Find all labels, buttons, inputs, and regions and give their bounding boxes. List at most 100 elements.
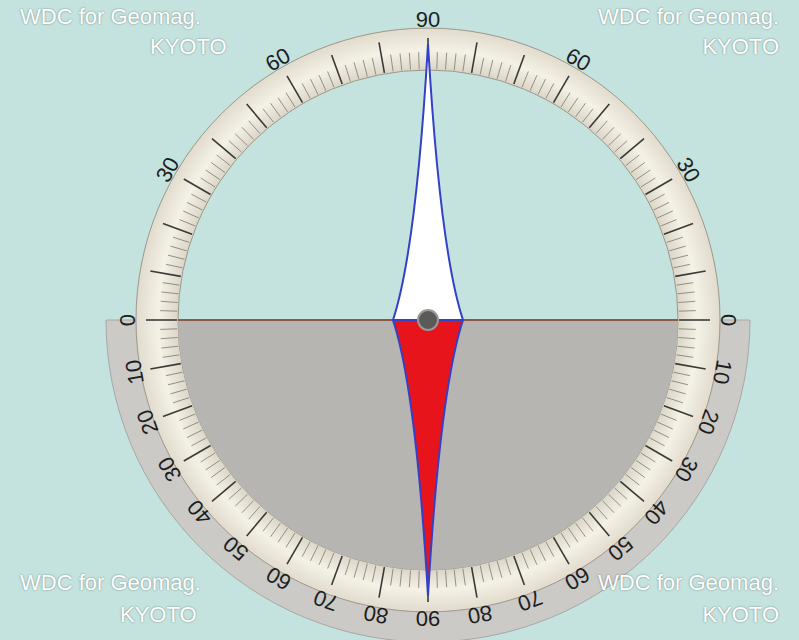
tick [463, 55, 465, 72]
tick [184, 179, 211, 195]
tick [187, 203, 202, 211]
tick [667, 398, 683, 403]
tick [242, 501, 254, 513]
tick [626, 475, 639, 486]
tick [328, 72, 334, 88]
tick [302, 83, 310, 98]
tick [674, 372, 691, 376]
tick [583, 109, 594, 122]
tick [678, 292, 695, 294]
tick [180, 220, 196, 226]
tick [609, 134, 621, 146]
tick [678, 301, 695, 302]
tick [576, 103, 586, 117]
tick [641, 453, 655, 462]
tick [173, 237, 189, 242]
tick [286, 93, 295, 107]
tick [173, 398, 189, 403]
tick [615, 141, 628, 152]
tick [602, 127, 614, 139]
tick [538, 79, 546, 94]
tick [183, 422, 199, 429]
tick [675, 364, 706, 369]
scale-number: 10 [709, 358, 735, 386]
tick [363, 564, 367, 581]
tick [679, 319, 710, 321]
scale-number: 80 [362, 601, 390, 627]
tick [667, 237, 683, 242]
scale-number: 90 [416, 9, 440, 31]
tick [191, 438, 206, 446]
tick [354, 62, 359, 78]
tick [345, 559, 350, 575]
watermark: WDC for Geomag. [598, 6, 779, 28]
watermark: KYOTO [702, 604, 779, 626]
tick [391, 55, 393, 72]
tick [497, 561, 502, 577]
tick-ring [136, 28, 720, 612]
watermark: KYOTO [150, 36, 227, 58]
tick [345, 65, 350, 81]
tick [400, 54, 402, 71]
tick [400, 570, 402, 587]
tick [311, 546, 319, 561]
tick [546, 83, 554, 98]
scale-ticks [146, 38, 710, 602]
tick [354, 561, 359, 577]
tick [596, 507, 607, 520]
tick [319, 549, 326, 565]
tick [372, 566, 376, 583]
tick [249, 507, 260, 520]
tick [679, 328, 696, 330]
tick [645, 446, 672, 462]
tick [249, 121, 260, 134]
tick [561, 533, 570, 547]
tick [678, 338, 695, 339]
tick [168, 255, 185, 259]
tick [160, 310, 177, 312]
tick [620, 481, 644, 501]
tick [211, 163, 225, 173]
tick [379, 567, 384, 598]
tick [631, 163, 645, 173]
tick [480, 566, 484, 583]
tick [263, 518, 274, 531]
tick [166, 264, 183, 268]
scale-number: 0 [117, 314, 139, 326]
scale-number: 10 [122, 358, 148, 386]
tick [583, 518, 594, 531]
tick [363, 60, 367, 77]
tick [160, 328, 177, 330]
tick [677, 283, 694, 285]
tick [372, 58, 376, 75]
tick [166, 372, 183, 376]
tick [522, 553, 528, 569]
tick [332, 556, 343, 585]
tick [568, 528, 578, 542]
tick [657, 422, 673, 429]
tick [161, 338, 178, 339]
tick [201, 453, 215, 462]
tick [187, 430, 202, 438]
tick [263, 109, 274, 122]
tick [391, 569, 393, 586]
tick [332, 55, 343, 84]
tick [161, 301, 178, 302]
tick [446, 53, 447, 70]
scale-number: 80 [466, 601, 494, 627]
tick [675, 271, 706, 276]
tick [163, 355, 180, 357]
tick [201, 178, 215, 187]
tick [163, 406, 192, 417]
tick [150, 364, 181, 369]
tick [409, 570, 410, 587]
tick [436, 52, 438, 69]
tick [235, 494, 247, 506]
tick [631, 468, 645, 478]
tick [217, 475, 230, 486]
tick [163, 283, 180, 285]
tick [596, 121, 607, 134]
tick [661, 414, 677, 420]
tick [650, 438, 665, 446]
tick [530, 75, 537, 91]
